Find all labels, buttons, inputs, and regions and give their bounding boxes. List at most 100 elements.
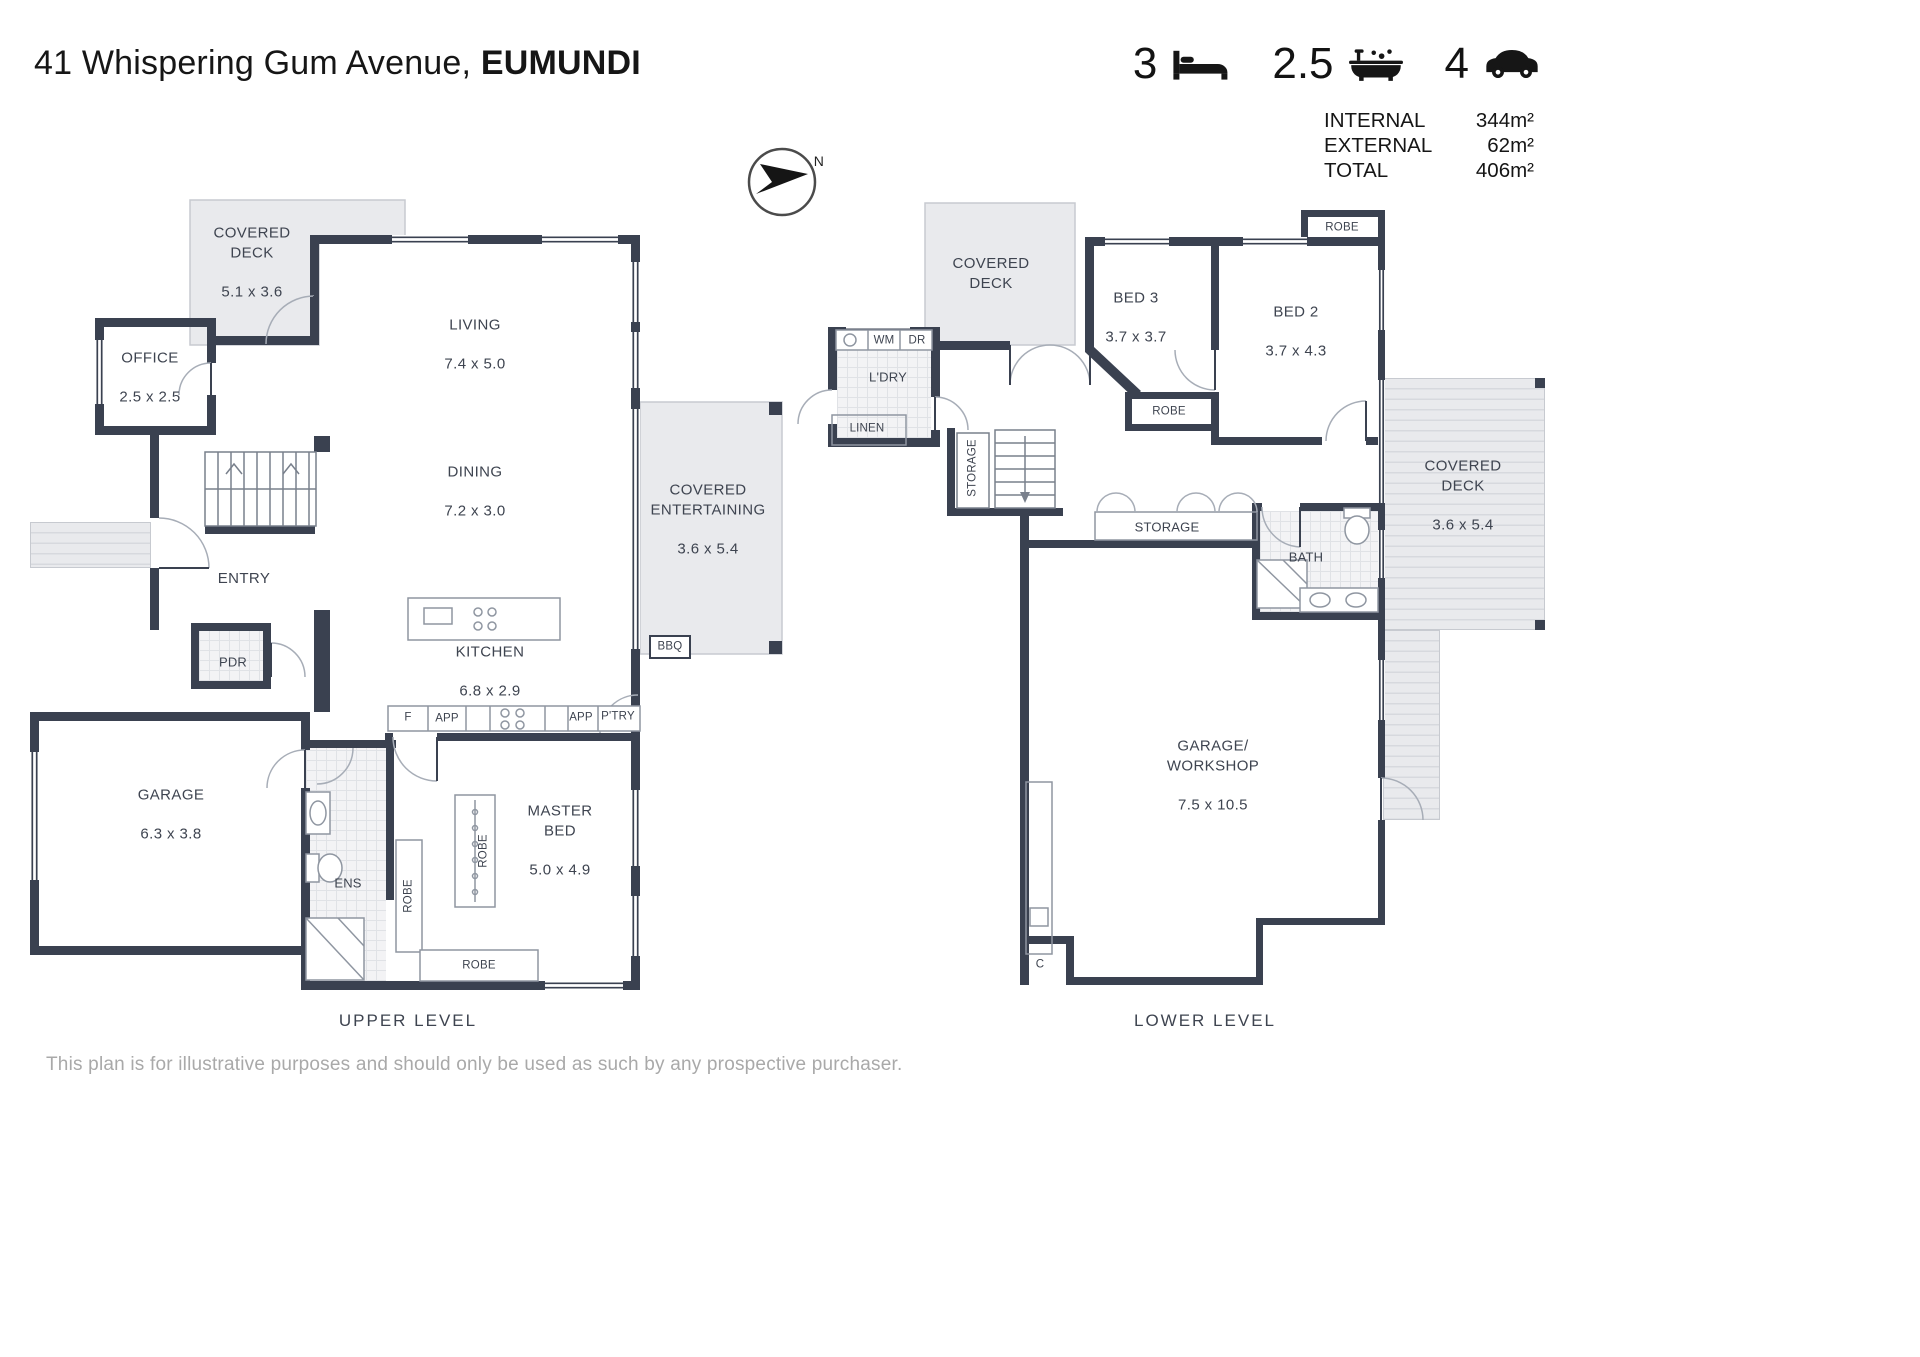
room-dims: 7.4 x 5.0 <box>444 355 506 373</box>
stairs-upper <box>204 451 317 527</box>
label-pdr: PDR <box>218 654 248 670</box>
compass-icon <box>747 147 817 217</box>
label-fridge: F <box>404 711 412 724</box>
area-label: EXTERNAL <box>1324 134 1433 157</box>
lower-doors <box>797 344 1424 821</box>
bed-icon <box>1173 50 1228 80</box>
side-deck-boards <box>1383 378 1545 630</box>
room-name: GARAGE/ WORKSHOP <box>1166 737 1260 775</box>
room-name: GARAGE <box>137 786 205 804</box>
label-robe-ens: ROBE <box>402 879 415 913</box>
lower-deck-area <box>924 202 1076 346</box>
page-title: 41 Whispering Gum Avenue, EUMUNDI <box>34 44 641 83</box>
laundry-fixtures <box>831 329 933 446</box>
laundry-tiled-floor <box>837 336 931 438</box>
label-app-right: APP <box>569 711 593 724</box>
beds-stat: 3 <box>1133 42 1230 86</box>
stairs-lower <box>956 429 1056 509</box>
room-dims: 7.2 x 3.0 <box>444 502 506 520</box>
room-name: OFFICE <box>121 349 179 367</box>
label-bath: BATH <box>1288 549 1324 565</box>
baths-count: 2.5 <box>1272 39 1334 88</box>
kitchen-island <box>407 597 561 641</box>
cars-stat: 4 <box>1445 42 1540 86</box>
area-row-external: EXTERNAL 62m² <box>1324 133 1534 158</box>
kitchen-bench <box>387 705 641 732</box>
room-name: BED 2 <box>1273 303 1319 321</box>
area-value: 344m² <box>1475 109 1534 132</box>
label-app-left: APP <box>435 712 459 725</box>
label-robe-top: ROBE <box>1325 221 1359 234</box>
label-entry: ENTRY <box>217 570 271 588</box>
room-name: DINING <box>447 463 503 481</box>
label-cupboard: C <box>1035 958 1045 971</box>
area-value: 406m² <box>1475 159 1534 182</box>
label-robe-walkin: ROBE <box>477 834 490 868</box>
room-name: COVERED ENTERTAINING <box>650 481 766 519</box>
area-row-total: TOTAL 406m² <box>1324 158 1534 183</box>
room-dims: 6.3 x 3.8 <box>140 825 202 843</box>
area-row-internal: INTERNAL 344m² <box>1324 108 1534 133</box>
upper-plan <box>30 199 783 990</box>
upper-level-title: UPPER LEVEL <box>338 1010 478 1030</box>
storage-cupboard <box>1094 492 1258 541</box>
label-covered-deck-upper: COVERED DECK 5.1 x 3.6 <box>202 204 302 323</box>
robe-shelving <box>395 794 539 982</box>
room-dims: 3.7 x 4.3 <box>1265 342 1327 360</box>
label-covered-deck-lower: COVERED DECK <box>952 255 1030 292</box>
label-wm: WM <box>873 334 895 347</box>
room-dims: 5.0 x 4.9 <box>529 861 591 879</box>
property-stats: 3 2.5 4 <box>1133 42 1540 86</box>
disclaimer-text: This plan is for illustrative purposes a… <box>46 1054 903 1075</box>
label-storage-stairs: STORAGE <box>966 439 979 497</box>
car-icon <box>1486 50 1538 78</box>
beds-count: 3 <box>1132 39 1158 88</box>
pdr-tiled-floor <box>199 631 263 681</box>
label-pantry: P'TRY <box>601 710 635 723</box>
lower-plan <box>797 202 1545 985</box>
label-covered-entertaining: COVERED ENTERTAINING 3.6 x 5.4 <box>633 461 783 580</box>
address-street: 41 Whispering Gum Avenue, <box>34 44 481 82</box>
label-dining: DINING 7.2 x 3.0 <box>444 443 505 542</box>
address-suburb: EUMUNDI <box>480 44 641 82</box>
room-name: COVERED DECK <box>1424 457 1502 495</box>
label-laundry: L'DRY <box>869 369 907 385</box>
garage-workbench <box>1025 781 1053 955</box>
label-office: OFFICE 2.5 x 2.5 <box>119 329 180 428</box>
room-dims: 3.6 x 5.4 <box>677 540 739 558</box>
room-name: KITCHEN <box>455 643 525 661</box>
room-name: BED 3 <box>1113 289 1159 307</box>
cars-count: 4 <box>1444 39 1469 88</box>
entry-steps <box>30 522 151 568</box>
label-dr: DR <box>908 334 926 347</box>
label-robe-master: ROBE <box>462 959 496 972</box>
baths-stat: 2.5 <box>1272 39 1403 88</box>
bath-icon <box>1348 49 1403 81</box>
room-dims: 3.7 x 3.7 <box>1105 328 1167 346</box>
room-name: LIVING <box>449 316 501 334</box>
label-living: LIVING 7.4 x 5.0 <box>444 296 505 395</box>
area-value: 62m² <box>1487 134 1534 157</box>
room-dims: 3.6 x 5.4 <box>1432 516 1494 534</box>
area-label: INTERNAL <box>1324 109 1426 132</box>
label-garage-workshop: GARAGE/ WORKSHOP 7.5 x 10.5 <box>1167 717 1259 836</box>
room-dims: 6.8 x 2.9 <box>459 682 521 700</box>
label-storage-hall: STORAGE <box>1134 519 1200 535</box>
label-garage-upper: GARAGE 6.3 x 3.8 <box>138 766 205 865</box>
ens-fixtures <box>305 791 365 981</box>
room-name: COVERED DECK <box>213 224 291 262</box>
label-master-bed: MASTER BED 5.0 x 4.9 <box>515 782 605 901</box>
area-summary: INTERNAL 344m² EXTERNAL 62m² TOTAL 406m² <box>1324 108 1534 183</box>
room-dims: 5.1 x 3.6 <box>221 283 283 301</box>
label-bed2: BED 2 3.7 x 4.3 <box>1265 283 1326 382</box>
label-bed3: BED 3 3.7 x 3.7 <box>1105 269 1166 368</box>
covered-entertaining-area <box>639 401 783 655</box>
lower-level-title: LOWER LEVEL <box>1134 1010 1276 1030</box>
room-name: MASTER BED <box>527 802 593 840</box>
compass-north-label: N <box>813 152 825 169</box>
room-dims: 7.5 x 10.5 <box>1178 796 1248 814</box>
area-label: TOTAL <box>1324 159 1389 182</box>
label-covered-deck-side: COVERED DECK 3.6 x 5.4 <box>1413 437 1513 556</box>
